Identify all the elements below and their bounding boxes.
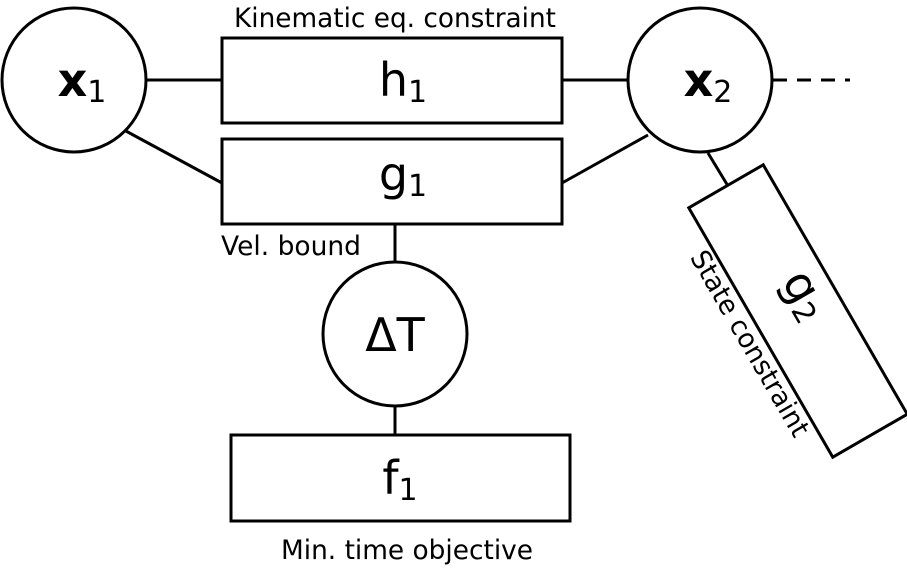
g1-caption: Vel. bound [221,231,361,262]
f1-caption: Min. time objective [281,535,533,566]
svg-text:f1: f1 [382,451,417,508]
x2-subscript: 2 [713,75,732,110]
edge-g1-x2 [561,133,649,185]
g1-subscript: 1 [408,169,427,204]
factor-g1: g1 [220,137,564,226]
dt-symbol: ΔT [365,308,425,362]
h1-symbol: h [379,53,408,107]
variable-node-x1: x1 [0,6,148,154]
factor-g2: g2 [686,162,907,460]
factor-f1: f1 [229,433,572,523]
f1-subscript: 1 [399,473,418,508]
svg-text:x1: x1 [58,53,107,110]
h1-caption: Kinematic eq. constraint [234,3,556,34]
x2-symbol: x [684,53,714,107]
x1-subscript: 1 [87,75,106,110]
f1-symbol: f [382,451,400,505]
edge-x2-g2 [706,152,730,187]
svg-text:x2: x2 [684,53,733,110]
svg-text:g1: g1 [379,147,427,204]
h1-subscript: 1 [408,75,427,110]
g1-symbol: g [379,147,408,201]
edge-x1-g1 [123,128,223,185]
svg-text:h1: h1 [379,53,427,110]
factor-h1: h1 [220,36,564,125]
x1-symbol: x [58,53,88,107]
variable-node-x2: x2 [626,6,774,154]
variable-node-dt: ΔT [321,260,469,408]
